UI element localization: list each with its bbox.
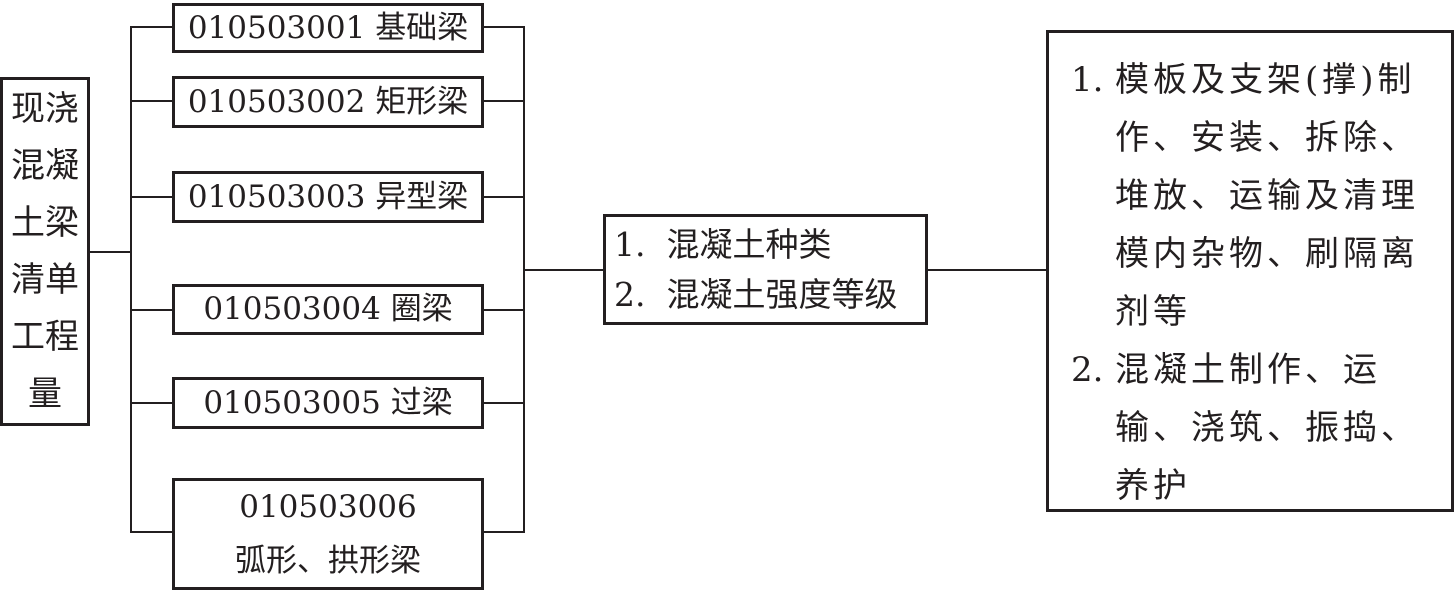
item-code: 010503005 xyxy=(203,384,381,421)
right-branch-1 xyxy=(482,26,525,28)
item-name: 基础梁 xyxy=(375,9,469,46)
work-num: 1. xyxy=(1071,60,1104,100)
feature-connector-left xyxy=(523,269,605,271)
item-box-3: 010503003 异型梁 xyxy=(172,171,484,223)
work-text: 模板及支架(撑)制作、安装、拆除、堆放、运输及清理模内杂物、刷隔离剂等 xyxy=(1115,60,1419,332)
left-branch-1 xyxy=(130,26,174,28)
right-bracket-vertical xyxy=(523,26,525,533)
right-branch-3 xyxy=(482,196,525,198)
feature-text: 混凝土种类 xyxy=(666,225,832,264)
root-line-1: 现浇 xyxy=(11,88,79,129)
right-branch-5 xyxy=(482,402,525,404)
root-line-6: 量 xyxy=(28,373,62,414)
root-box: 现浇 混凝 土梁 清单 工程 量 xyxy=(0,77,90,426)
item-code: 010503001 xyxy=(187,9,366,46)
left-branch-3 xyxy=(130,196,174,198)
work-item-1: 1. 模板及支架(撑)制作、安装、拆除、堆放、运输及清理模内杂物、刷隔离剂等 xyxy=(1071,51,1451,341)
item-name: 矩形梁 xyxy=(375,83,469,120)
work-item-2: 2. 混凝土制作、运输、浇筑、振捣、养护 xyxy=(1071,341,1451,515)
right-branch-2 xyxy=(482,100,525,102)
root-line-3: 土梁 xyxy=(11,202,79,243)
item-code: 010503003 xyxy=(187,178,366,215)
item-name: 过梁 xyxy=(390,384,453,421)
left-branch-6 xyxy=(130,531,174,533)
item-code: 010503004 xyxy=(203,291,381,327)
item-name: 圈梁 xyxy=(390,291,453,327)
right-branch-4 xyxy=(482,309,525,311)
root-connector xyxy=(88,251,132,253)
item-box-1: 010503001 基础梁 xyxy=(172,3,484,53)
root-line-4: 清单 xyxy=(11,259,79,300)
feature-item-2: 2. 混凝土强度等级 xyxy=(614,270,925,320)
work-num: 2. xyxy=(1071,350,1104,390)
root-line-5: 工程 xyxy=(11,316,79,357)
item-box-5: 010503005 过梁 xyxy=(172,377,484,429)
feature-item-1: 1. 混凝土种类 xyxy=(614,220,925,270)
item-code: 010503002 xyxy=(187,83,366,120)
work-content-box: 1. 模板及支架(撑)制作、安装、拆除、堆放、运输及清理模内杂物、刷隔离剂等 2… xyxy=(1046,30,1454,512)
feature-num: 2. xyxy=(614,275,646,314)
item-code: 010503006 xyxy=(239,489,417,525)
item-box-2: 010503002 矩形梁 xyxy=(172,76,484,128)
item-box-4: 010503004 圈梁 xyxy=(172,284,484,335)
work-text: 混凝土制作、运输、浇筑、振捣、养护 xyxy=(1115,350,1419,506)
item-box-6: 010503006 弧形、拱形梁 xyxy=(172,478,484,590)
left-bracket-vertical xyxy=(130,26,132,533)
item-name: 弧形、拱形梁 xyxy=(235,543,421,579)
left-branch-5 xyxy=(130,402,174,404)
left-branch-4 xyxy=(130,309,174,311)
left-branch-2 xyxy=(130,100,174,102)
root-line-2: 混凝 xyxy=(11,145,79,186)
feature-num: 1. xyxy=(614,225,646,264)
feature-connector-right xyxy=(926,269,1048,271)
item-name: 异型梁 xyxy=(375,178,469,215)
right-branch-6 xyxy=(482,531,525,533)
feature-box: 1. 混凝土种类 2. 混凝土强度等级 xyxy=(603,214,928,325)
feature-text: 混凝土强度等级 xyxy=(666,275,898,314)
